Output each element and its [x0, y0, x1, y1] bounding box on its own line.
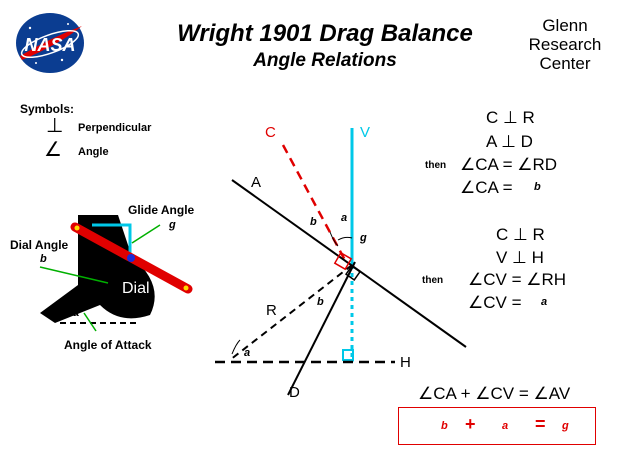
relation1-line2: A ⊥ D: [486, 132, 533, 151]
angle-of-attack-label: Angle of Attack: [64, 338, 152, 352]
dial-body: [40, 215, 155, 323]
angle-label: Angle: [78, 146, 109, 158]
vector-c-label: C: [265, 124, 276, 141]
dial-angle-symbol: b: [40, 253, 47, 265]
summary-box: [398, 407, 596, 445]
nasa-logo: NASA: [16, 13, 84, 73]
angle-b-bottom: b: [317, 296, 324, 308]
relation2-value: a: [541, 296, 548, 308]
summary-b: b: [441, 420, 448, 432]
dial-label: Dial: [122, 280, 150, 297]
pivot: [127, 254, 135, 262]
glide-angle-label: Glide Angle: [128, 203, 195, 217]
vector-r-label: R: [266, 302, 277, 319]
angle-a-bottom: a: [244, 347, 251, 359]
relation1-value: b: [534, 181, 541, 193]
vector-d-label: D: [289, 384, 300, 401]
summary-a: a: [502, 420, 509, 432]
vector-v-label: V: [360, 124, 371, 141]
relation1-line3: ∠CA = ∠RD: [460, 155, 558, 174]
dial-angle-label: Dial Angle: [10, 238, 69, 252]
relation1-line4: ∠CA =: [460, 178, 513, 197]
relation2-line2: V ⊥ H: [496, 248, 544, 267]
glide-indicator: [92, 223, 132, 255]
relation2-line4: ∠CV =: [468, 293, 522, 312]
center-line-1: Glenn: [542, 16, 588, 35]
relation1-then: then: [425, 160, 447, 171]
angle-icon: ∠: [44, 139, 62, 161]
perpendicular-label: Perpendicular: [78, 122, 152, 134]
summary-g: g: [562, 420, 569, 432]
angle-a-top: a: [341, 212, 348, 224]
perpendicular-icon: ⊥: [46, 115, 64, 137]
summary-equals: =: [535, 414, 546, 434]
relation2-line3: ∠CV = ∠RH: [468, 270, 567, 289]
page-title: Wright 1901 Drag Balance: [177, 20, 473, 47]
angle-b-top: b: [310, 216, 317, 228]
vector-a-label: A: [251, 174, 262, 191]
relation1-line1: C ⊥ R: [486, 108, 535, 127]
drag-balance-illustration: [39, 215, 193, 332]
center-name: Glenn Research Center: [520, 16, 610, 73]
relation2-then: then: [422, 275, 444, 286]
summary-equation: ∠CA + ∠CV = ∠AV: [418, 384, 571, 403]
center-line-2: Research: [528, 35, 602, 54]
vector-h-label: H: [400, 354, 411, 371]
center-line-3: Center: [539, 54, 591, 73]
nasa-logo-text: NASA: [24, 35, 75, 55]
page-subtitle: Angle Relations: [253, 50, 397, 71]
symbols-heading: Symbols:: [20, 102, 75, 116]
angle-g: g: [360, 232, 367, 244]
relation2-line1: C ⊥ R: [496, 225, 545, 244]
attack-angle-symbol: a: [73, 307, 80, 319]
glide-angle-symbol: g: [169, 219, 176, 231]
summary-plus: +: [465, 414, 476, 434]
